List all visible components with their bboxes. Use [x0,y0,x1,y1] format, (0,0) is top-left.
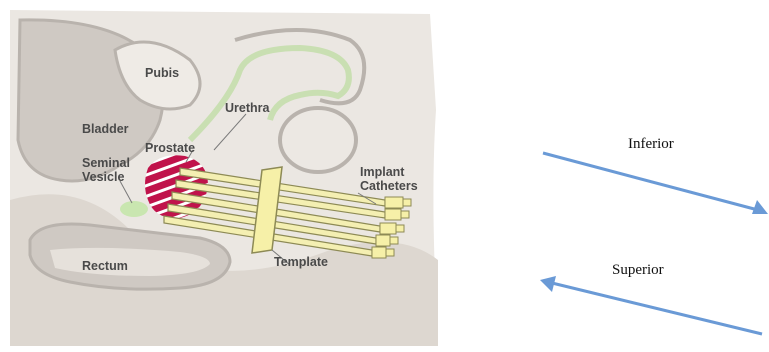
label-catheters: Catheters [360,179,418,193]
superior-arrow [540,276,762,334]
label-vesicle: Vesicle [82,170,124,184]
seminal-vesicle-shape [120,201,148,217]
label-prostate: Prostate [145,141,195,155]
scrotum-shape [280,108,356,172]
superior-label: Superior [612,262,664,278]
label-pubis: Pubis [145,66,179,80]
inferior-label: Inferior [628,136,674,152]
label-implant: Implant [360,165,405,179]
label-urethra: Urethra [225,101,271,115]
inferior-arrow [543,153,768,214]
label-seminal: Seminal [82,156,130,170]
label-rectum: Rectum [82,259,128,273]
pelvis-illustration: Pubis Urethra Bladder Prostate Seminal V… [10,10,438,346]
label-bladder: Bladder [82,122,129,136]
label-template: Template [274,255,328,269]
direction-indicators: Inferior Superior [540,136,768,334]
